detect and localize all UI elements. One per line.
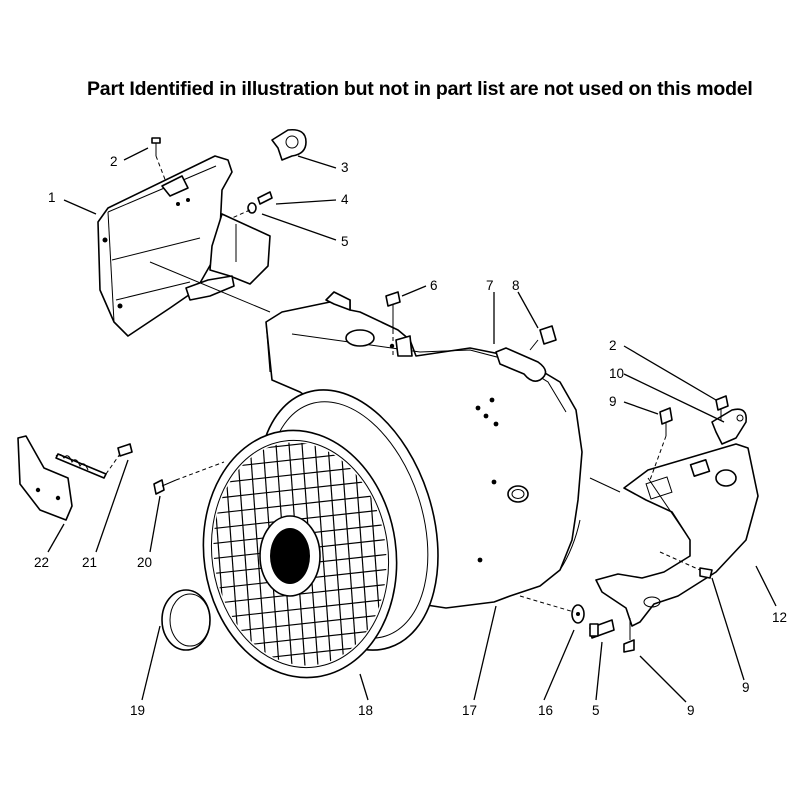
callout-5: 5 (341, 234, 349, 249)
bolt-part-8 (529, 325, 557, 351)
clamp-part (271, 128, 307, 161)
callout-22: 22 (34, 555, 49, 570)
screw-part-20 (153, 461, 225, 495)
clip-part (495, 347, 547, 382)
cap-part (161, 589, 211, 651)
callout-20: 20 (137, 555, 152, 570)
callout-9-bottom: 9 (687, 703, 695, 718)
callout-labels: 1 2 3 4 5 6 7 8 2 10 9 12 9 9 5 16 17 18… (34, 154, 787, 718)
callout-9-top: 9 (609, 394, 617, 409)
callout-17: 17 (462, 703, 477, 718)
leader-lines (47, 147, 777, 703)
callout-5-bottom: 5 (592, 703, 600, 718)
callout-4: 4 (341, 192, 349, 207)
callout-10: 10 (609, 366, 624, 381)
callout-2: 2 (110, 154, 118, 169)
callout-19: 19 (130, 703, 145, 718)
callout-16: 16 (538, 703, 553, 718)
callout-2-right: 2 (609, 338, 617, 353)
callout-18: 18 (358, 703, 373, 718)
screw-part (151, 137, 167, 183)
screw-part-9-side (659, 551, 713, 579)
screw-part-2-right (715, 395, 729, 420)
callout-6: 6 (430, 278, 438, 293)
side-cover-part (595, 443, 759, 627)
bolt-part-6 (385, 291, 401, 356)
callout-12: 12 (772, 610, 787, 625)
screen-grille-part (199, 429, 401, 679)
shroud-cover-part (97, 155, 271, 337)
bracket-part (17, 435, 133, 521)
callout-7: 7 (486, 278, 494, 293)
bolt-part-5-bottom (589, 619, 615, 639)
bolt-washer-part (231, 191, 273, 219)
screw-part-9-bottom (623, 618, 635, 653)
callout-21: 21 (82, 555, 97, 570)
callout-9-side: 9 (742, 680, 750, 695)
washer-part (571, 604, 585, 624)
callout-1: 1 (48, 190, 56, 205)
callout-3: 3 (341, 160, 349, 175)
callout-8: 8 (512, 278, 520, 293)
small-bracket-part (711, 408, 748, 445)
diagram-note: Part Identified in illustration but not … (87, 78, 753, 100)
screw-part-9-top (649, 407, 673, 481)
